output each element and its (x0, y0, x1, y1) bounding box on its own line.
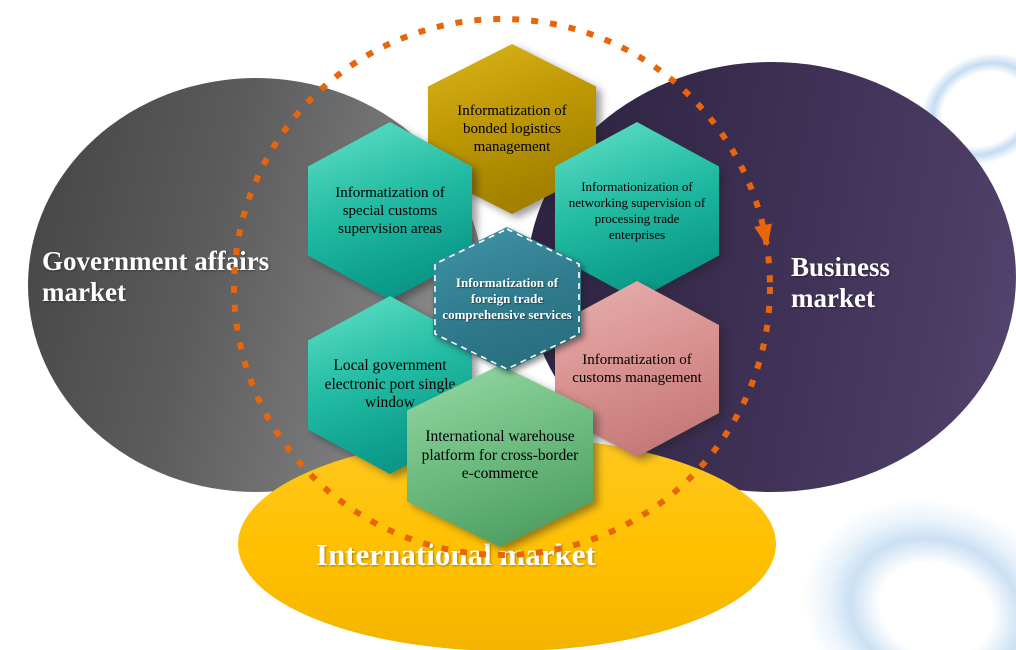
hexagon-shape: Informatization of foreign trade compreh… (433, 227, 581, 371)
hexagon-warehouse-platform: International warehouse platform for cro… (407, 365, 593, 547)
hexagon-label: International warehouse platform for cro… (421, 427, 579, 483)
business-market-label: Business market (791, 252, 891, 314)
hexagon-foreign-trade-services: Informatization of foreign trade compreh… (433, 227, 581, 371)
government-market-label: Government affairs market (42, 246, 270, 308)
hexagon-label: Informatization of foreign trade compreh… (442, 275, 572, 322)
hexagon-shape: International warehouse platform for cro… (407, 365, 593, 547)
